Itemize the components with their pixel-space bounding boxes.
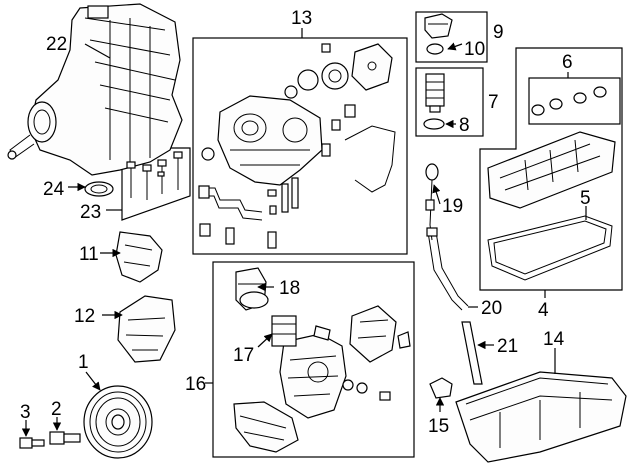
heat-shield-upper <box>115 231 163 283</box>
group-box-pcv-valve <box>415 67 484 137</box>
group-box-valve-cover <box>479 47 623 291</box>
callout-6: 6 <box>562 52 573 73</box>
oil-filter-element <box>271 315 297 347</box>
oil-pan <box>455 371 627 463</box>
manifold-bolts <box>126 151 183 200</box>
oil-cap-seal <box>426 43 444 55</box>
valve-cover-gasket <box>487 215 613 281</box>
callout-21: 21 <box>497 336 518 357</box>
dipstick-tube-lower <box>461 321 483 385</box>
callout-18: 18 <box>279 278 300 299</box>
heat-shield-lower <box>117 295 176 363</box>
water-pump-gear <box>297 62 349 91</box>
callout-13: 13 <box>291 8 312 29</box>
housing-seals <box>313 325 411 401</box>
dipstick-tube <box>426 227 469 311</box>
intake-manifold <box>7 3 183 176</box>
callout-12: 12 <box>74 306 95 327</box>
callout-17: 17 <box>233 345 254 366</box>
housing-heat-shield <box>233 401 299 453</box>
oil-pickup-tube <box>198 185 263 221</box>
callout-9: 9 <box>493 22 504 43</box>
oil-filler-cap <box>424 13 453 39</box>
oil-cooler <box>349 305 397 363</box>
callout-10: 10 <box>464 39 485 60</box>
filter-cap <box>235 267 269 311</box>
callout-15: 15 <box>428 416 449 437</box>
oil-drain-plug <box>429 377 453 399</box>
callout-8: 8 <box>459 115 470 136</box>
oil-filter-housing <box>279 333 347 419</box>
group-box-oil-cap <box>415 11 488 63</box>
pulley-bolt <box>19 437 45 449</box>
throttle-body-gasket <box>84 181 114 197</box>
callout-5: 5 <box>580 188 591 209</box>
timing-cover-bolts <box>199 177 299 249</box>
crankshaft-pulley <box>83 385 153 459</box>
callout-2: 2 <box>51 399 62 420</box>
callout-24: 24 <box>43 179 65 200</box>
valve-cover <box>487 131 616 209</box>
callout-3: 3 <box>20 402 31 423</box>
callout-16: 16 <box>185 374 206 395</box>
group-box-timing-cover <box>192 37 408 255</box>
spark-plug-tube-seals <box>531 86 607 116</box>
callout-11: 11 <box>79 244 99 265</box>
callout-7: 7 <box>488 92 499 113</box>
timing-cover-oil-pump <box>217 95 323 186</box>
callout-19: 19 <box>442 196 463 217</box>
front-cover-gasket <box>344 125 396 193</box>
seal-ring <box>201 85 298 161</box>
callout-22: 22 <box>46 34 67 55</box>
dowel-sleeves <box>321 43 356 157</box>
pcv-grommet <box>423 118 445 130</box>
callout-20: 20 <box>481 298 502 319</box>
group-box-spark-seals <box>528 77 621 125</box>
group-box-oil-filter-housing <box>212 261 415 458</box>
crankshaft-bolt <box>49 431 81 445</box>
timing-cover-plate <box>351 43 393 91</box>
callout-23: 23 <box>80 202 101 223</box>
callout-1: 1 <box>78 352 89 373</box>
callout-4: 4 <box>538 300 549 321</box>
pcv-valve <box>425 73 445 113</box>
callout-14: 14 <box>543 329 565 350</box>
